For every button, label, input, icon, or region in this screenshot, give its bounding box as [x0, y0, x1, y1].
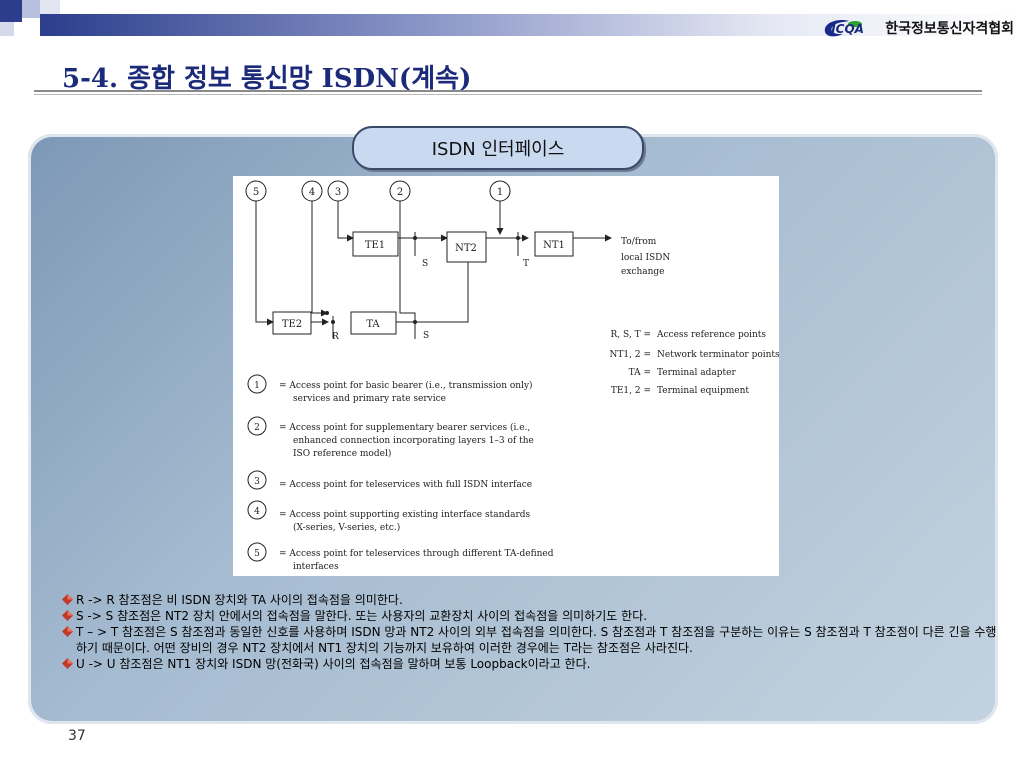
diamond-bullet-icon [62, 610, 73, 621]
logo-swoosh-icon [825, 20, 863, 37]
box-nt1: NT1 [534, 231, 574, 257]
access-point-4-label: 4 [309, 187, 315, 198]
access-point-5: 5 [245, 180, 267, 202]
note-u-text: U -> U 참조점은 NT1 장치와 ISDN 망(전화국) 사이의 접속점을… [76, 657, 591, 671]
definition-5-num: 5 [254, 549, 260, 559]
definition-3: 3 = Access point for teleservices with f… [247, 470, 532, 490]
diagram-legend: R, S, T = Access reference points NT1, 2… [610, 330, 779, 396]
diamond-bullet-icon [62, 658, 73, 669]
box-nt2: NT2 [446, 231, 487, 263]
access-point-2-label: 2 [397, 187, 403, 198]
definition-5-line-1: = Access point for teleservices through … [279, 549, 554, 559]
definition-5: 5 = Access point for teleservices throug… [247, 542, 554, 572]
access-point-3: 3 [327, 180, 349, 202]
note-r-text: R -> R 참조점은 비 ISDN 장치와 TA 사이의 접속점을 의미한다. [76, 593, 403, 607]
definition-2-line-3: ISO reference model) [293, 448, 391, 459]
access-point-5-label: 5 [253, 187, 259, 198]
note-r: R -> R 참조점은 비 ISDN 장치와 TA 사이의 접속점을 의미한다. [62, 592, 1002, 608]
legend-desc-3: Terminal adapter [657, 368, 736, 378]
access-point-1: 1 [489, 180, 511, 202]
corner-square-3 [0, 22, 14, 36]
legend-desc-2: Network terminator points [657, 350, 779, 360]
legend-term-2: NT1, 2 = [610, 350, 651, 360]
legend-term-1: R, S, T = [611, 330, 651, 340]
note-s: S -> S 참조점은 NT2 장치 안에서의 접속점을 말한다. 또는 사용자… [62, 608, 1002, 624]
definition-5-line-2: interfaces [293, 562, 339, 572]
definition-2: 2 = Access point for supplementary beare… [247, 416, 534, 459]
notes-list: R -> R 참조점은 비 ISDN 장치와 TA 사이의 접속점을 의미한다.… [62, 592, 1002, 672]
note-t: T – > T 참조점은 S 참조점과 동일한 신호를 사용하며 ISDN 망과… [62, 624, 1002, 656]
point-s-upper: S [422, 259, 428, 269]
title-underline-thin [34, 94, 982, 95]
diagram-connectors [255, 201, 612, 339]
point-s-lower: S [423, 331, 429, 341]
corner-square-2 [22, 0, 40, 18]
definition-4: 4 = Access point supporting existing int… [247, 500, 531, 533]
definition-1-line-1: = Access point for basic bearer (i.e., t… [279, 380, 533, 391]
legend-desc-1: Access reference points [656, 330, 766, 340]
access-point-1-label: 1 [497, 187, 503, 198]
definition-4-line-1: = Access point supporting existing inter… [279, 510, 531, 520]
definition-2-num: 2 [254, 423, 260, 433]
definition-1-num: 1 [254, 381, 260, 391]
legend-term-3: TA = [629, 368, 651, 378]
section-label: ISDN 인터페이스 [352, 126, 644, 170]
point-r: R [332, 332, 339, 342]
access-point-3-label: 3 [335, 187, 341, 198]
exchange-line-2: local ISDN [621, 253, 670, 263]
exchange-line-1: To/from [621, 237, 657, 247]
legend-desc-4: Terminal equipment [657, 386, 749, 396]
box-te1: TE1 [352, 231, 399, 257]
definition-1-line-2: services and primary rate service [293, 394, 446, 404]
box-ta-label: TA [366, 319, 380, 330]
corner-square-4 [40, 0, 60, 14]
box-ta: TA [350, 311, 397, 335]
diamond-bullet-icon [62, 626, 73, 637]
box-te2-label: TE2 [282, 319, 302, 330]
exchange-line-3: exchange [621, 267, 665, 277]
diamond-bullet-icon [62, 594, 73, 605]
note-t-text: T – > T 참조점은 S 참조점과 동일한 신호를 사용하며 ISDN 망과… [76, 625, 997, 655]
diagram-svg: 5 4 3 2 1 [245, 180, 779, 572]
access-point-4: 4 [301, 180, 323, 202]
title-underline [34, 90, 982, 92]
logo-abbr: ICQA [831, 22, 864, 36]
isdn-interface-diagram: 5 4 3 2 1 [233, 176, 779, 576]
legend-term-4: TE1, 2 = [611, 386, 651, 396]
box-te1-label: TE1 [365, 240, 385, 251]
box-nt2-label: NT2 [455, 243, 477, 254]
note-u: U -> U 참조점은 NT1 장치와 ISDN 망(전화국) 사이의 접속점을… [62, 656, 1002, 672]
logo-org-name: 한국정보통신자격협회 [885, 21, 1014, 37]
note-s-text: S -> S 참조점은 NT2 장치 안에서의 접속점을 말한다. 또는 사용자… [76, 609, 648, 623]
definition-3-line-1: = Access point for teleservices with ful… [279, 480, 532, 490]
definition-4-line-2: (X-series, V-series, etc.) [293, 522, 400, 533]
box-nt1-label: NT1 [543, 240, 565, 251]
definition-2-line-2: enhanced connection incorporating layers… [293, 436, 534, 446]
page-number: 37 [68, 728, 86, 744]
point-t: T [523, 259, 529, 269]
header-gradient-bar [40, 14, 1020, 36]
definition-1: 1 = Access point for basic bearer (i.e.,… [247, 374, 533, 404]
page-title: 5-4. 종합 정보 통신망 ISDN(계속) [62, 64, 472, 94]
box-te2: TE2 [272, 311, 312, 335]
corner-square-1 [0, 0, 22, 22]
logo-mark: ICQA [819, 18, 864, 38]
definition-3-num: 3 [254, 477, 260, 487]
access-point-2: 2 [389, 180, 411, 202]
definition-4-num: 4 [254, 507, 260, 517]
definition-2-line-1: = Access point for supplementary bearer … [279, 422, 530, 433]
logo: ICQA 한국정보통신자격협회 [819, 18, 1014, 38]
